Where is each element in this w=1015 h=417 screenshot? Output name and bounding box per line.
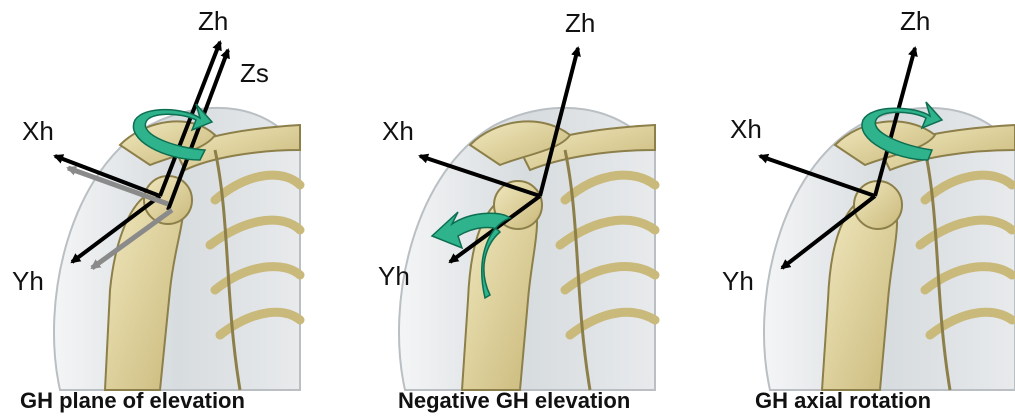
panel-plane-of-elevation: Zh Zs Xh Yh GH plane of elevation (12, 6, 300, 413)
zs-label: Zs (240, 58, 269, 88)
panel-negative-elevation: Zh Xh Yh Negative GH elevation (378, 8, 655, 413)
panel-caption: GH axial rotation (755, 388, 931, 413)
yh-label: Yh (12, 266, 44, 296)
zh-label: Zh (900, 6, 930, 36)
xh-label: Xh (382, 116, 414, 146)
panel-axial-rotation: Zh Xh Yh GH axial rotation (722, 6, 1015, 413)
zh-label: Zh (198, 6, 228, 36)
shoulder-illustration (399, 108, 655, 390)
xh-label: Xh (730, 114, 762, 144)
yh-label: Yh (722, 266, 754, 296)
xh-label: Xh (22, 116, 54, 146)
yh-label: Yh (378, 261, 410, 291)
zh-label: Zh (565, 8, 595, 38)
panel-caption: GH plane of elevation (20, 388, 245, 413)
panel-caption: Negative GH elevation (398, 388, 630, 413)
